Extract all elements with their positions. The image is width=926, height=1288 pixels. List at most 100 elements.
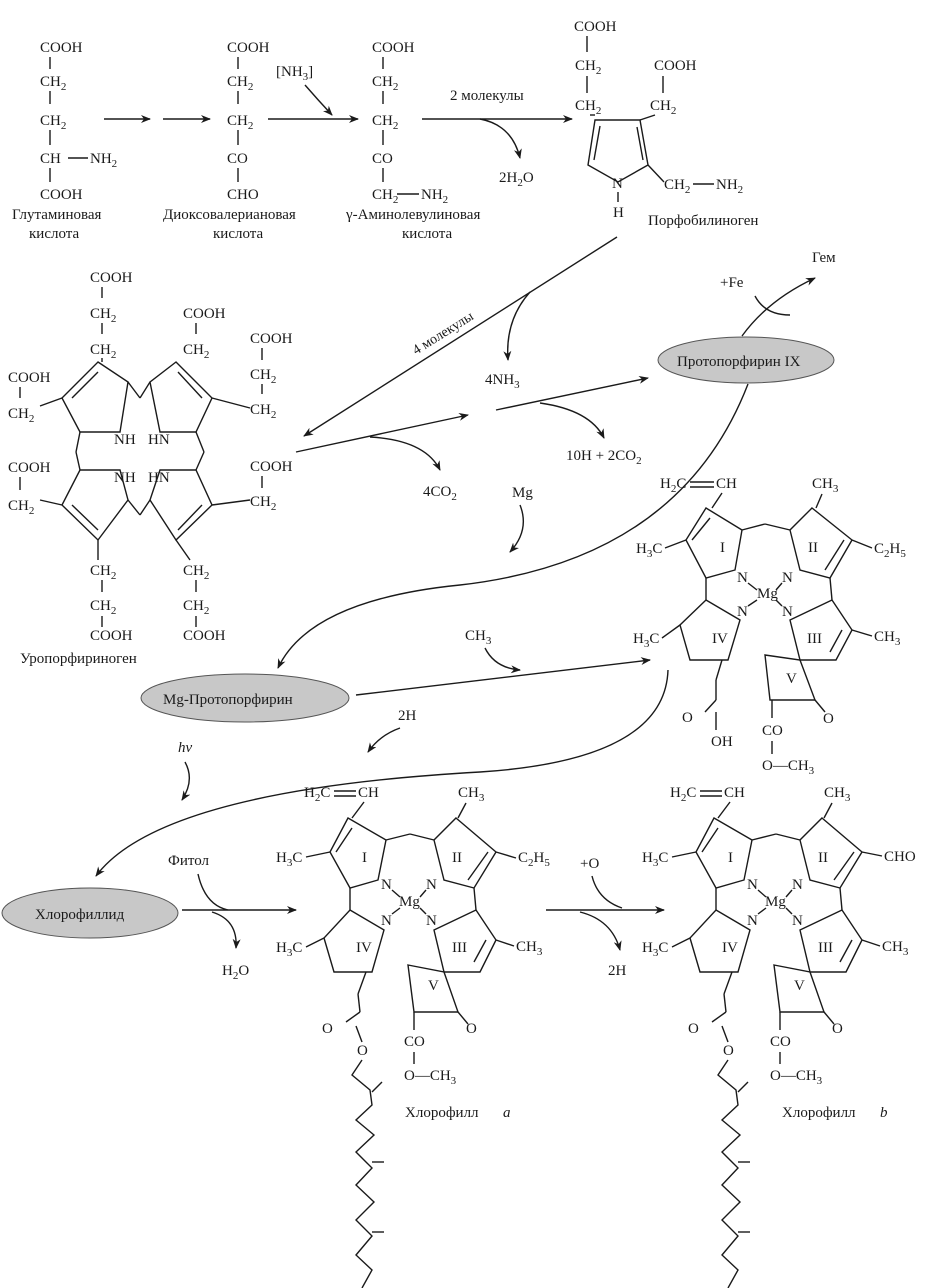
ring-label: III bbox=[452, 940, 467, 956]
porphobilinogen: COOH CH2 CH2 COOH CH2 N H CH2 NH2 Порфоб… bbox=[574, 19, 758, 229]
label-co: CO bbox=[762, 723, 783, 739]
formula-ch2: CH2 bbox=[40, 74, 66, 93]
ring-label: I bbox=[362, 850, 367, 866]
compound-name: Протопорфирин IX bbox=[677, 354, 801, 370]
reagent-nh3: [NH3] bbox=[276, 64, 313, 83]
ring-label: IV bbox=[356, 940, 372, 956]
product-arrow bbox=[211, 911, 241, 949]
formula-cooh: COOH bbox=[90, 270, 133, 286]
formula-cooh: COOH bbox=[40, 187, 83, 203]
label-och3: O—CH3 bbox=[404, 1068, 457, 1087]
label-o: O bbox=[688, 1021, 699, 1037]
formula-ch2: CH2 bbox=[90, 563, 116, 582]
formula-ch2: CH2 bbox=[183, 563, 209, 582]
product-arrow bbox=[539, 402, 605, 439]
compound-name: кислота bbox=[402, 226, 452, 242]
formula-ch2: CH2 bbox=[90, 598, 116, 617]
formula-ch2: CH2 bbox=[227, 74, 253, 93]
formula-cooh: COOH bbox=[227, 40, 270, 56]
reagent-plus-o: +O bbox=[580, 856, 599, 872]
reagent-2h: 2H bbox=[398, 708, 417, 724]
ring-h: H bbox=[613, 205, 624, 221]
label-c2h5: C2H5 bbox=[874, 541, 906, 560]
ring-label: IV bbox=[722, 940, 738, 956]
label-o: O bbox=[466, 1021, 477, 1037]
formula-nh2: NH2 bbox=[90, 151, 117, 170]
compound-name: Хлорофиллид bbox=[35, 907, 125, 923]
mg-porphyrin-intermediate: H2C CH CH3 I H3C II C2H5 N N Mg N N I bbox=[633, 476, 906, 777]
chlorophyllide: Хлорофиллид bbox=[1, 887, 179, 939]
label-o: O bbox=[723, 1043, 734, 1059]
reagent-arrow bbox=[181, 761, 191, 801]
label-ch3: CH3 bbox=[824, 785, 851, 804]
label-ch: CH bbox=[724, 785, 745, 801]
reagent-four-molecules: 4 молекулы bbox=[410, 309, 477, 358]
label-mg: Mg bbox=[765, 894, 786, 910]
label-vinyl: H2C bbox=[660, 476, 686, 495]
ring-label: III bbox=[807, 631, 822, 647]
label-c2h5: C2H5 bbox=[518, 850, 550, 869]
formula-cooh: COOH bbox=[250, 459, 293, 475]
reagent-ch3: CH3 bbox=[465, 628, 492, 647]
label-mg: Mg bbox=[757, 586, 778, 602]
reaction-arrow bbox=[303, 236, 618, 437]
formula-ch2: CH2 bbox=[8, 406, 34, 425]
label-h3c: H3C bbox=[642, 940, 668, 959]
ring-label: V bbox=[794, 978, 805, 994]
formula-cooh: COOH bbox=[372, 40, 415, 56]
product-arrow bbox=[369, 436, 441, 471]
reaction-arrow bbox=[295, 412, 469, 453]
reagent-arrow bbox=[367, 727, 401, 753]
label-h3c: H3C bbox=[633, 631, 659, 650]
compound-letter: a bbox=[503, 1105, 511, 1121]
compound-name: Mg-Протопорфирин bbox=[163, 692, 293, 708]
reaction-arrow bbox=[277, 383, 749, 669]
formula-ch2: CH2 bbox=[183, 598, 209, 617]
formula-ch2: CH2 bbox=[227, 113, 253, 132]
formula-ch2: CH2 bbox=[664, 177, 690, 196]
label-n: N bbox=[381, 913, 392, 929]
glutamic-acid: COOH CH2 CH2 CH NH2 COOH Глутаминовая ки… bbox=[12, 40, 117, 242]
dioxovaleric-acid: COOH CH2 CH2 CO CHO Диоксовалериановая к… bbox=[163, 40, 296, 242]
product-arrow bbox=[503, 291, 531, 361]
ring-label: I bbox=[728, 850, 733, 866]
reaction-arrow bbox=[355, 657, 651, 696]
label-h3c: H3C bbox=[276, 940, 302, 959]
formula-ch2: CH2 bbox=[90, 306, 116, 325]
formula-ch2: CH2 bbox=[372, 74, 398, 93]
label-vinyl: H2C bbox=[304, 785, 330, 804]
formula-ch2: CH2 bbox=[372, 113, 398, 132]
reagent-2h2o: 2H2O bbox=[499, 170, 534, 189]
uroporphyrinogen: COOH CH2 CH2 COOH CH2 COOH CH2 CH2 COOH … bbox=[8, 270, 293, 667]
product-heme: Гем bbox=[812, 250, 836, 266]
chlorophyll-a: H2C CH CH3 I H3C II C2H5 N N Mg N N IV H… bbox=[276, 785, 550, 1288]
label-mg: Mg bbox=[399, 894, 420, 910]
formula-co: CO bbox=[372, 151, 393, 167]
label-n: N bbox=[747, 913, 758, 929]
ring-label: II bbox=[452, 850, 462, 866]
label-o: O bbox=[823, 711, 834, 727]
formula-ch2: CH2 bbox=[575, 58, 601, 77]
ring-label: III bbox=[818, 940, 833, 956]
product-arrow bbox=[579, 911, 622, 951]
reagent-arrow bbox=[754, 295, 791, 316]
compound-name: кислота bbox=[29, 226, 79, 242]
product-arrow bbox=[479, 118, 522, 159]
ring-label: II bbox=[818, 850, 828, 866]
compound-name: Глутаминовая bbox=[12, 207, 102, 223]
reaction-arrow bbox=[741, 277, 816, 337]
compound-letter: b bbox=[880, 1105, 888, 1121]
formula-cooh: COOH bbox=[654, 58, 697, 74]
label-n: N bbox=[792, 913, 803, 929]
label-ch3: CH3 bbox=[458, 785, 485, 804]
compound-name: γ-Аминолевулиновая bbox=[345, 207, 480, 223]
formula-cooh: COOH bbox=[8, 460, 51, 476]
label-n: N bbox=[737, 604, 748, 620]
label-o: O bbox=[682, 710, 693, 726]
chlorophyll-b: H2C CH CH3 I H3C II CHO N N Mg N N IV H3… bbox=[642, 785, 916, 1288]
reagent-phytol: Фитол bbox=[168, 853, 210, 869]
label-h3c: H3C bbox=[276, 850, 302, 869]
reagent-arrow bbox=[304, 84, 333, 116]
label-n: N bbox=[792, 877, 803, 893]
formula-ch2: CH2 bbox=[8, 498, 34, 517]
